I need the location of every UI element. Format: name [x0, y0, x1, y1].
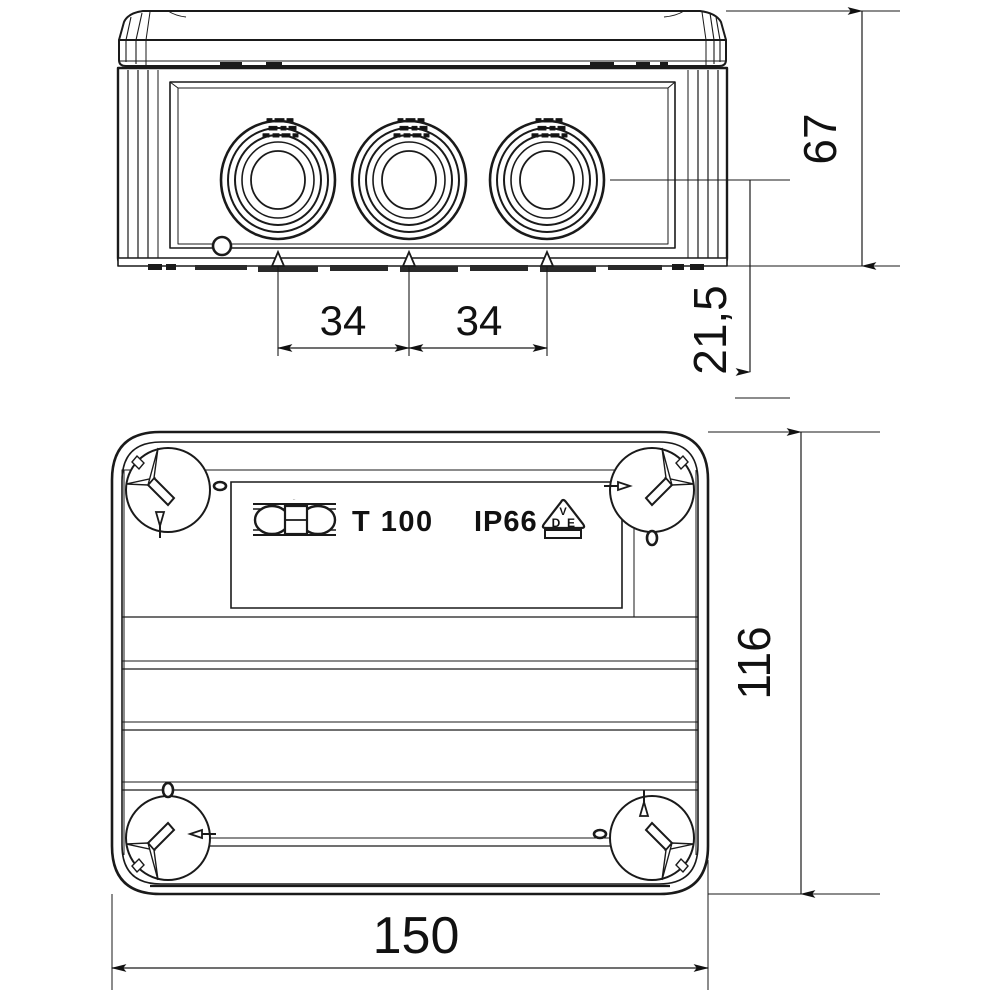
screw-top-left[interactable]	[125, 447, 228, 538]
screw-top-right[interactable]	[604, 447, 695, 547]
knockout-center	[350, 118, 468, 241]
dimension-spacing-right-label: 34	[456, 297, 503, 344]
vde-letter-d: D	[552, 516, 561, 530]
knockout-right	[488, 118, 606, 241]
ip-rating-label: IP66	[474, 506, 538, 538]
knockout-left	[219, 118, 337, 241]
dimension-116: 116	[708, 428, 880, 898]
vde-letter-e: E	[567, 516, 575, 530]
screw-bottom-left[interactable]	[125, 781, 216, 881]
obo-logo-text: OBO	[293, 499, 295, 501]
product-type-label: T 100	[352, 506, 434, 538]
plan-view	[110, 430, 710, 896]
dimension-depth-overall-label: 116	[728, 626, 780, 699]
dimension-150: 150	[110, 860, 710, 990]
base-ribs	[122, 660, 698, 847]
vde-mark: V D E	[541, 498, 586, 539]
knockout-marking	[393, 118, 430, 138]
vde-letter-v: V	[559, 506, 567, 518]
dimension-width-overall-label: 150	[373, 907, 460, 965]
lid-assembly	[118, 10, 727, 67]
base-feet	[117, 257, 728, 272]
dimension-67: 67	[726, 7, 900, 270]
dimension-height-to-center-label: 21,5	[684, 285, 736, 375]
screw-bottom-right[interactable]	[592, 790, 695, 881]
elevation-view	[116, 10, 729, 272]
dimension-21-5: 21,5	[610, 179, 790, 399]
knockout-marking	[531, 118, 568, 138]
dimension-spacing-left-label: 34	[320, 297, 367, 344]
dimension-34-pair: 34 34	[270, 249, 555, 356]
knockout-marking	[262, 118, 299, 138]
obo-logo: OBO	[253, 499, 337, 536]
dimension-height-overall-label: 67	[794, 113, 846, 164]
label-plate: OBO T 100 IP66 V D E	[253, 498, 586, 539]
